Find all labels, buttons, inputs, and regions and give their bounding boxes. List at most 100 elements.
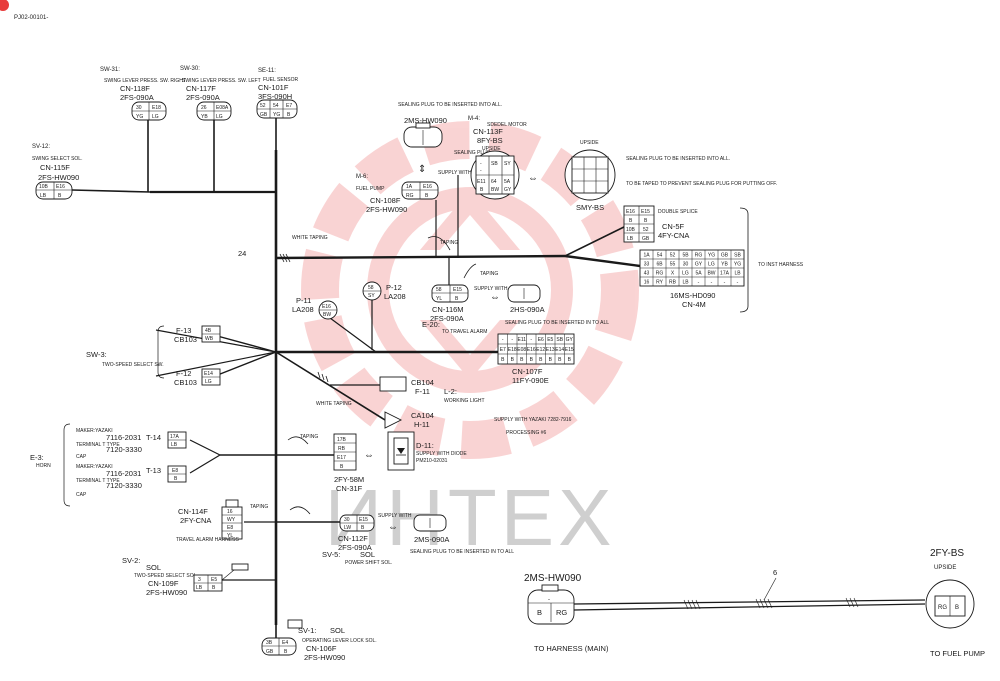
cn4m-pin-5: RG: [695, 252, 703, 258]
cn4m-pin-11: 55: [670, 261, 676, 267]
cn31f-pin-2: RB: [338, 446, 346, 452]
p11-pin-1: E16: [322, 304, 331, 310]
connector-cn112f[interactable]: 30 E15 LW B CN-112F 2FS-090A SUPPLY WITH…: [322, 513, 514, 566]
cn107f-pin-19: B: [520, 357, 524, 363]
cn107f-pin-5: E6: [538, 337, 544, 343]
f13-pin-1: 4B: [205, 328, 212, 334]
cn107f-supply-note: SUPPLY WITH YAZAKI 7282-7916: [494, 417, 572, 423]
p12-id: P-12: [386, 283, 402, 292]
e20-desc: TO TRAVEL ALARM: [442, 329, 487, 335]
connector-f13[interactable]: F-13 CB103 4B WB: [174, 325, 221, 344]
connector-l2[interactable]: CB104 F-11 L-2: WORKING LIGHT CA104 H-11: [379, 376, 485, 429]
f13-type: CB103: [174, 335, 197, 344]
connector-f12[interactable]: F-12 CB103 E14 LG: [174, 368, 221, 387]
m6-pin-3: RG: [406, 193, 414, 199]
m4-cn: CN-113F: [473, 127, 503, 136]
cn5f-pin-4: B: [644, 218, 648, 224]
connector-se11[interactable]: SE-11: FUEL SENSOR CN-101F 3FS-090H 52 5…: [256, 68, 298, 119]
sw31-desc: SWING LEVER PRESS. SW. RIGHT: [104, 78, 186, 84]
sv2-id: SV-2:: [122, 556, 140, 565]
connector-m4-plug[interactable]: SEALING PLUG TO BE INSERTED INTO ALL. 2M…: [398, 102, 502, 175]
cn4m-pin-24: LB: [734, 270, 741, 276]
e3-t13-maker: MAKER:YAZAKI: [76, 464, 113, 470]
cn4m-pin-8: SB: [734, 252, 741, 258]
cn116m-arrow: ⇔: [490, 292, 500, 303]
sw31-pin-4: LG: [152, 114, 159, 120]
connector-e3[interactable]: E-3: HORN MAKER:YAZAKI 7116-2031 T-14 TE…: [30, 423, 187, 507]
cn4m-pin-9: 33: [644, 261, 650, 267]
sub-branch: 6: [773, 568, 777, 577]
sv1-desc2: OPERATING LEVER LOCK SOL.: [302, 638, 377, 644]
connector-sv12[interactable]: SV-12: SWING SELECT SOL. CN-115F 2FS-HW0…: [32, 144, 82, 200]
cn112f-type: 2FS-090A: [338, 543, 372, 552]
se11-pin-6: B: [287, 112, 291, 118]
sv2-pin-3: LB: [196, 585, 203, 591]
cn107f-cn: CN-107F: [512, 367, 543, 376]
connector-cn31f[interactable]: 17B RB E17 B ⇔ 2FY-58M CN-31F TAPING: [300, 433, 374, 493]
cn5f-pin-7: LB: [627, 236, 634, 242]
m4-pin-8: B: [480, 187, 484, 193]
connector-d11[interactable]: D-11: SUPPLY WITH DIODE PM210-02031: [387, 431, 467, 471]
sv2-pin-1: 3: [198, 577, 201, 583]
connector-p11[interactable]: E16 BW P-11 LA208: [292, 296, 338, 320]
m4-upside: UPSIDE: [482, 146, 501, 152]
f12-id: F-12: [176, 369, 191, 378]
cn107f-pin-7: SB: [556, 337, 563, 343]
connector-cn114f[interactable]: 16 WY E8 YL CN-114F 2FY-CNA TRAVEL ALARM…: [176, 499, 268, 543]
cn31f-pin-3: E17: [337, 455, 346, 461]
connector-cn116m[interactable]: 58 E15 YL B CN-116M 2FS-090A SUPPLY WITH…: [430, 271, 545, 323]
connector-sw31[interactable]: SW-31: SWING LEVER PRESS. SW. RIGHT CN-1…: [100, 67, 186, 121]
cn107f-pin-24: B: [568, 357, 572, 363]
sw30-pin-3: YB: [201, 114, 208, 120]
se11-id: SE-11:: [258, 68, 276, 74]
cn107f-pin-20: B: [530, 357, 534, 363]
sw30-pin-2: E08A: [216, 105, 229, 111]
connector-cn107f[interactable]: E-20: TO TRAVEL ALARM SEALING PLUG TO BE…: [422, 320, 609, 436]
cn107f-pin-13: E12: [536, 347, 545, 353]
sub-left-pin-2: B: [537, 608, 542, 617]
sv5-id: SV-5:: [322, 550, 340, 559]
cn107f-pin-3: E11: [517, 337, 526, 343]
cn4m-pin-2: 54: [657, 252, 663, 258]
smy-note1: SEALING PLUG TO BE INSERTED INTO ALL.: [626, 156, 730, 162]
cn107f-processing: PROCESSING #6: [506, 430, 547, 436]
connector-sv2[interactable]: SV-2: SOL TWO-SPEED SELECT SOL. CN-109F …: [122, 556, 249, 597]
cn4m-pin-12: 30: [683, 261, 689, 267]
se11-cn: CN-101F: [258, 83, 289, 92]
cn4m-pin-28: LB: [682, 279, 689, 285]
connector-smy[interactable]: UPSIDE SMY-BS SEALING PLUG TO BE INSERTE…: [564, 140, 777, 212]
sw31-id: SW-31:: [100, 67, 120, 73]
cn116m-supply-type: 2HS-090A: [510, 305, 545, 314]
sub-left-pin-3: RG: [556, 608, 567, 617]
e3-t13-label: T-13: [146, 466, 161, 475]
sv1-desc: SOL: [330, 626, 345, 635]
f13-pin-2: WB: [205, 336, 214, 342]
cn4m-pin-7: GB: [721, 252, 729, 258]
e3-t14-pin-2: LB: [171, 442, 178, 448]
cn114f-pin-3: E8: [227, 525, 233, 531]
cn4m-pin-17: 43: [644, 270, 650, 276]
connector-p12[interactable]: 58 SY P-12 LA208: [362, 281, 406, 301]
e20-id: E-20:: [422, 320, 440, 329]
cn4m-pin-13: GY: [695, 261, 703, 267]
m4-type: 8FY-BS: [477, 136, 503, 145]
sv2-type: 2FS-HW090: [146, 588, 187, 597]
sub-harness[interactable]: 2MS-HW090 - B RG TO HARNESS (MAIN) 6 2FY…: [524, 548, 985, 658]
connector-m6[interactable]: M-6: FUEL PUMP CN-108F 2FS-HW090 SUPPLY …: [356, 170, 472, 246]
se11-pin-1: 52: [260, 103, 266, 109]
connector-cn5f[interactable]: E16 E15 B B 10B 52 LB GB DOUBLE SPLICE C…: [623, 205, 698, 243]
connector-m4[interactable]: M-4: SDEDEL MOTOR CN-113F 8FY-BS SEALING…: [454, 116, 538, 200]
m4-plug-type: 2MS-HW090: [404, 116, 447, 125]
e3-t13-term: TERMINAL T TYPE: [76, 478, 120, 484]
e3-t14-term-no: 7120-3330: [106, 445, 142, 454]
sw30-id: SW-30:: [180, 66, 200, 72]
se11-pin-3: E7: [286, 103, 292, 109]
cn114f-desc: TRAVEL ALARM HARNESS: [176, 537, 239, 543]
connector-sv1[interactable]: SV-1: SOL OPERATING LEVER LOCK SOL. CN-1…: [261, 619, 377, 662]
cn4m-pin-20: LG: [682, 270, 689, 276]
connector-sw30[interactable]: SW-30: SWING LEVER PRESS. SW. LEFT CN-11…: [180, 66, 261, 121]
m6-id: M-6:: [356, 174, 368, 180]
taping-label-m6: TAPING: [440, 240, 458, 246]
sv1-pin-3: GB: [266, 649, 274, 655]
